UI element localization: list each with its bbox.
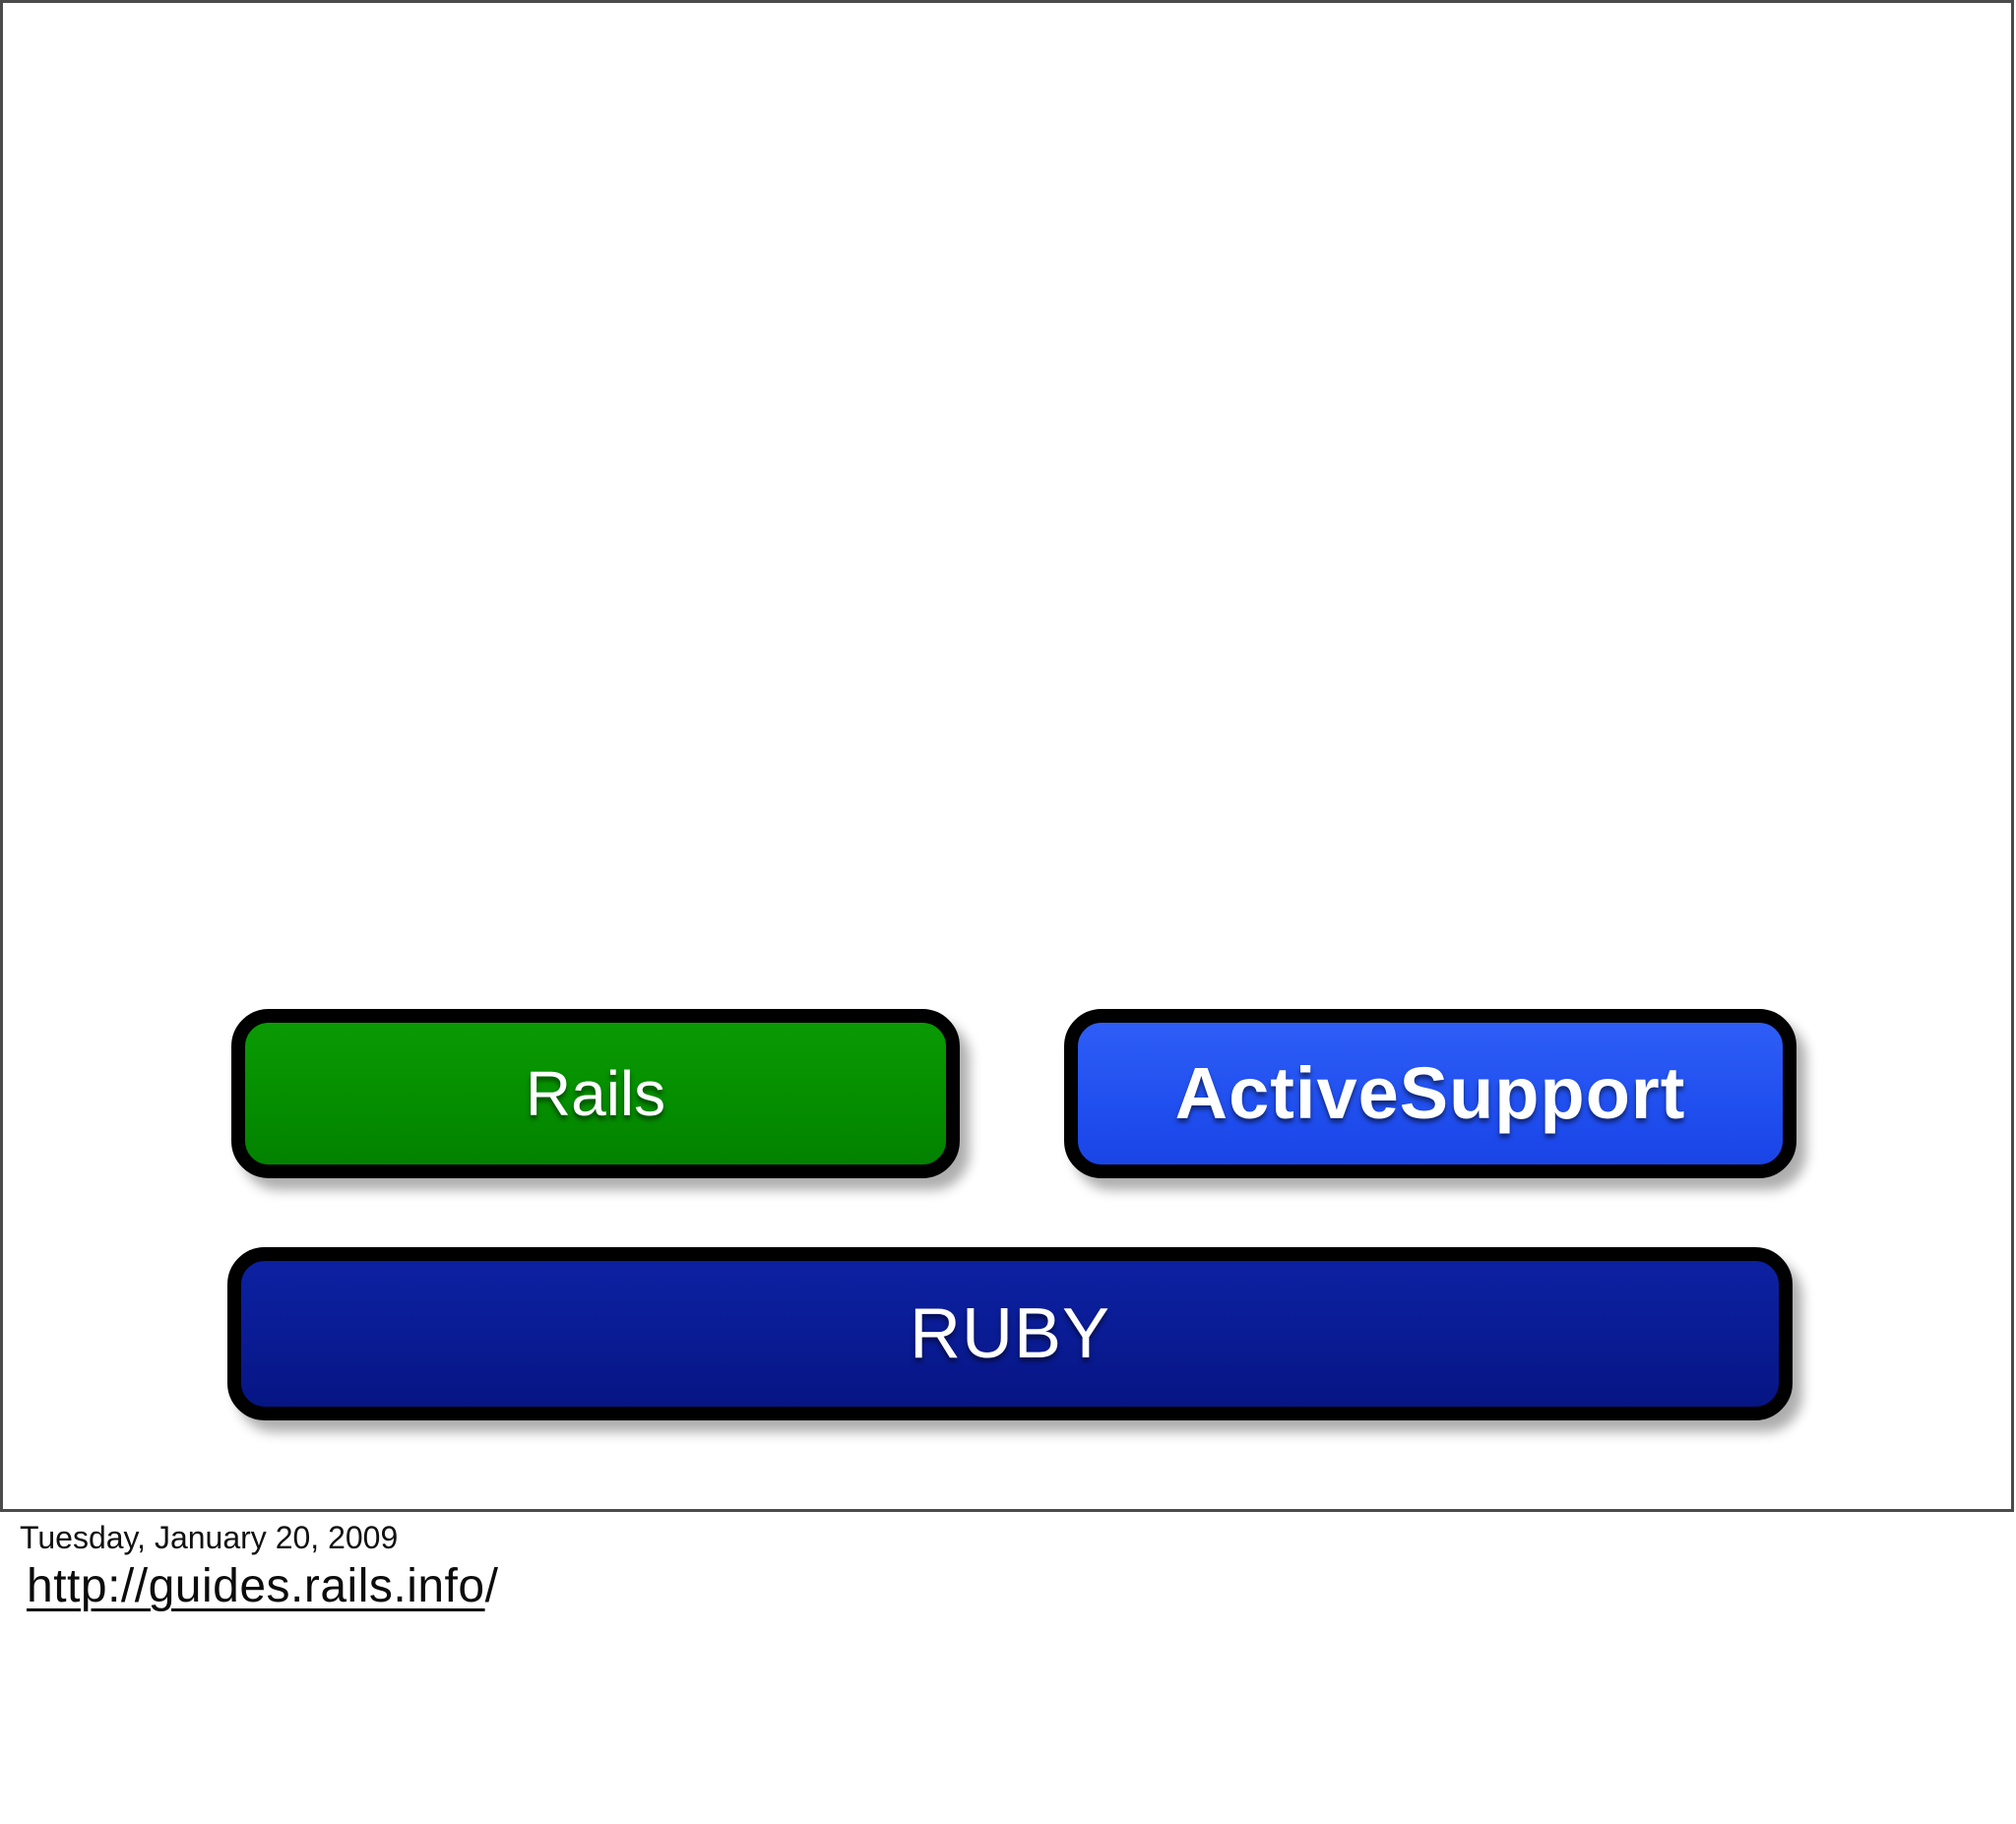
activesupport-box-label: ActiveSupport	[1174, 1052, 1686, 1134]
footer-url-link[interactable]: http://guides.rails.info/	[27, 1559, 498, 1613]
diagram-box-ruby: RUBY	[227, 1247, 1793, 1420]
diagram-box-rails: Rails	[231, 1009, 960, 1178]
footer-url-slash[interactable]: /	[484, 1560, 499, 1612]
slide-frame: Rails ActiveSupport RUBY	[0, 0, 2014, 1512]
diagram-box-activesupport: ActiveSupport	[1064, 1009, 1796, 1178]
footer-date: Tuesday, January 20, 2009	[20, 1520, 399, 1555]
ruby-box-label: RUBY	[909, 1294, 1111, 1373]
rails-box-label: Rails	[525, 1058, 666, 1129]
footer-url-text[interactable]: http://guides.rails.info	[27, 1560, 485, 1612]
